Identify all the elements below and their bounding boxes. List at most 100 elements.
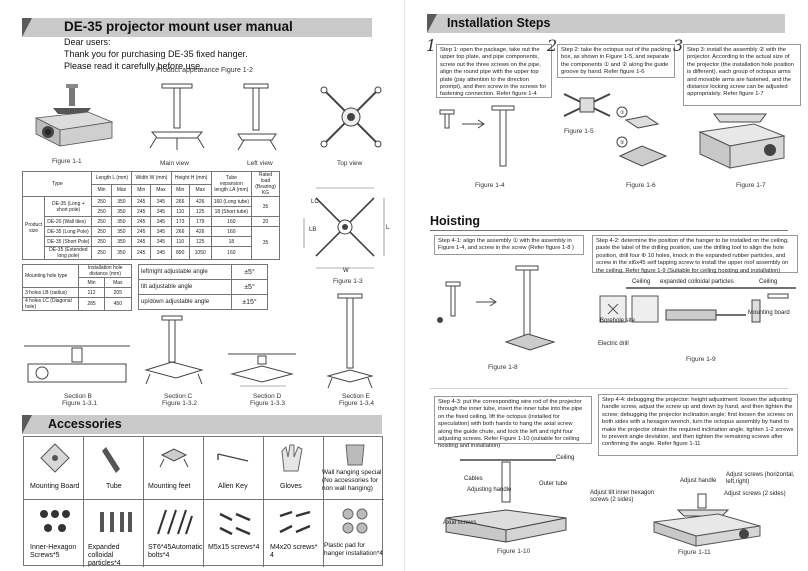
ceiling-label-2: Ceiling (759, 279, 778, 285)
hoisting-title: Hoisting (430, 214, 480, 228)
intro-line-3: Please read it carefully before use. (64, 61, 203, 71)
title-bar-accent (22, 18, 32, 37)
col-min: Min (131, 183, 152, 197)
plastic-pad-icon (342, 508, 368, 534)
expanded-particles-label: expanded colloidal particles (660, 279, 734, 285)
figure-1-3-3-caption: Figure 1-3.3 (250, 400, 286, 407)
accessories-header-accent (22, 415, 32, 434)
figure-1-4-illustration (439, 105, 515, 167)
figure-1-7-caption: Figure 1-7 (736, 182, 766, 189)
section-e-illustration (326, 293, 374, 389)
figure-1-6-caption: Figure 1-6 (626, 182, 656, 189)
step-4-1-text: Step 4-1: align the assembly ① with the … (434, 235, 584, 255)
ceiling-label-1: Ceiling (632, 279, 651, 285)
figure-1-8-caption: Figure 1-8 (488, 364, 518, 371)
section-d-illustration (228, 353, 296, 387)
allen-key-icon (217, 453, 249, 462)
axial-screws-label: Axial screws (443, 520, 477, 526)
adjust-tilt-screws-label: Adjust tilt inner hexagon screws (2 side… (590, 490, 655, 503)
hex-screws-icon (40, 510, 70, 532)
col-min: Min (170, 183, 190, 197)
acc-tube: Tube (84, 437, 144, 500)
acc-colloidal-particles: Expanded colloidal particles*4 (84, 500, 144, 567)
figure-1-11-caption: Figure 1-11 (678, 549, 711, 556)
figure-1-9-caption: Figure 1-9 (686, 356, 716, 363)
callout-2: ② (620, 140, 625, 146)
col-type: Type (21, 171, 93, 197)
acc-hex-screws: Inner-Hexagon Screws*5 (24, 500, 84, 567)
figure-1-3-2-caption: Figure 1-3.2 (162, 400, 198, 407)
st6-bolts-icon (157, 509, 193, 535)
section-e-caption: Section E (342, 393, 370, 400)
accessories-grid: Mounting Board Tube Mounting feet Allen … (23, 436, 384, 567)
callout-1: ① (620, 110, 625, 116)
product-appearance-label: Product appearance Figure 1-2 (156, 67, 253, 74)
figure-1-4-caption: Figure 1-4 (475, 182, 505, 189)
section-c-illustration (144, 315, 204, 385)
table-row: 3 holes LB (radius) 112 205 (21, 287, 133, 298)
adjusting-handle-label: Adjusting handle (467, 487, 512, 493)
step-4-3-text: Step 4-3: put the corresponding wire rod… (434, 396, 592, 449)
intro-text: Dear users: Thank you for purchasing DE-… (64, 36, 248, 72)
dim-w: W (343, 268, 349, 274)
col-min: Min (91, 183, 112, 197)
step-3-number: 3 (673, 36, 684, 55)
main-view-illustration (149, 83, 205, 150)
m4x20-screws-icon (279, 510, 311, 534)
installation-header-bar (427, 14, 785, 33)
step-1-number: 1 (426, 36, 437, 55)
product-size-label: Product size (21, 196, 46, 260)
section-b-illustration (24, 345, 130, 383)
col-height: Height H (mm) (170, 171, 212, 185)
section-d-caption: Section D (253, 393, 282, 400)
acc-m5x15-screws: M5x15 screws*4 (204, 500, 264, 567)
figure-1-5-caption: Figure 1-5 (564, 128, 594, 135)
accessories-header-bar (22, 415, 382, 434)
cables-label: Cables (464, 476, 483, 482)
mounting-hole-table: Mounting hole type Installation hole dis… (21, 264, 133, 311)
top-view-illustration (320, 86, 382, 148)
dim-l: L (386, 225, 390, 231)
main-view-caption: Main view (160, 160, 189, 167)
dim-lb: LB (309, 227, 317, 233)
figure-1-11-illustration (653, 493, 761, 547)
acc-mounting-feet: Mounting feet (144, 437, 204, 500)
hoisting-rule (430, 230, 788, 231)
figure-1-10-illustration (445, 459, 567, 543)
acc-gloves: Gloves (264, 437, 324, 500)
ceiling-label-3: Ceiling (556, 455, 575, 461)
acc-st6-bolts: ST6*45Automatic bolts*4 (144, 500, 204, 567)
m5x15-screws-icon (219, 512, 251, 536)
dim-lc: LC (311, 199, 319, 205)
mounting-feet-icon (159, 448, 189, 468)
step-4-4-text: Step 4-4: debugging the projector: heigh… (598, 394, 798, 456)
installation-title: Installation Steps (447, 16, 551, 30)
colloidal-particles-icon (100, 512, 132, 532)
col-tube: Tube expansion length LA (mm) (210, 171, 253, 197)
intro-line-2: Thank you for purchasing DE-35 fixed han… (64, 49, 248, 59)
table-row: Product size DE-35 (Long + short pole) 2… (21, 196, 280, 260)
outer-tube-label: Outer tube (539, 481, 568, 487)
section-b-caption: Section B (64, 393, 92, 400)
borehole-label: Borehole site (600, 318, 636, 324)
col-max: Max (150, 183, 172, 197)
page-divider (404, 0, 405, 571)
left-view-caption: Left view (247, 160, 273, 167)
gloves-icon (281, 444, 303, 472)
figure-1-1-caption: Figure 1-1 (52, 158, 82, 165)
figure-1-8-illustration (437, 265, 556, 351)
section-rule (430, 388, 788, 389)
step-1-text: Step 1: open the package, take out the u… (436, 44, 552, 98)
page-title: DE-35 projector mount user manual (64, 19, 293, 34)
col-max: Max (188, 183, 212, 197)
table-row: left/right adjustable angle ±5° (138, 264, 268, 280)
col-max: Max (110, 183, 133, 197)
title-bar (22, 18, 372, 37)
col-hole-distance: Installation hole distance (mm) (78, 264, 132, 278)
adjust-screws-horizontal-label: Adjust screws (horizontal, left,right) (726, 472, 795, 485)
acc-plastic-pad: Plastic pad for hanger installation*4 (324, 500, 384, 567)
col-length: Length L (mm) (91, 171, 133, 185)
wall-hanging-icon (345, 444, 365, 466)
